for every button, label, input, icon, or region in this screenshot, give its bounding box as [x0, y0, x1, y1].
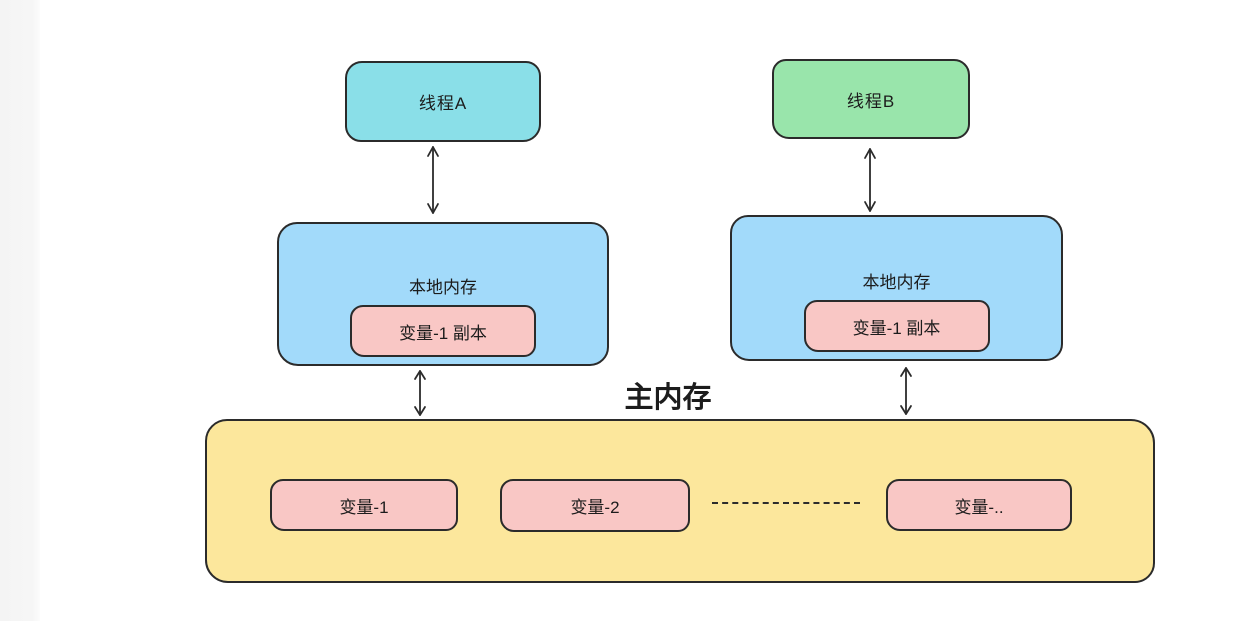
variable-1-box: 变量-1	[270, 479, 458, 531]
local-memory-a-box: 本地内存 变量-1 副本	[277, 222, 609, 366]
variable-copy-a-label: 变量-1 副本	[399, 323, 487, 343]
local-memory-b-title: 本地内存	[862, 273, 931, 292]
variable-2-label: 变量-2	[570, 498, 620, 517]
variable-2-box: 变量-2	[500, 479, 690, 532]
main-memory-box: 变量-1 变量-2 变量-..	[205, 419, 1155, 583]
thread-b-box: 线程B	[772, 59, 970, 139]
double-arrow-icon	[864, 148, 876, 212]
local-memory-a-title: 本地内存	[409, 278, 477, 297]
double-arrow-local-a-main	[411, 368, 429, 418]
double-arrow-local-b-main	[897, 365, 915, 417]
local-memory-b-box: 本地内存 变量-1 副本	[730, 215, 1063, 361]
variable-n-box: 变量-..	[886, 479, 1072, 531]
thread-a-box: 线程A	[345, 61, 541, 142]
variable-copy-b-box: 变量-1 副本	[803, 300, 990, 352]
double-arrow-thread-a-local-a	[424, 144, 442, 216]
double-arrow-icon	[900, 367, 912, 415]
variable-n-label: 变量-..	[954, 497, 1004, 517]
thread-a-label: 线程A	[418, 94, 468, 113]
double-arrow-thread-b-local-b	[861, 146, 879, 214]
main-memory-title: 主内存	[624, 382, 712, 414]
thread-b-label: 线程B	[846, 91, 896, 111]
variable-copy-b-label: 变量-1 副本	[852, 318, 941, 338]
ellipsis-dashed-line	[712, 502, 860, 504]
double-arrow-icon	[414, 370, 426, 416]
double-arrow-icon	[427, 146, 439, 214]
variable-1-label: 变量-1	[339, 497, 389, 517]
variable-copy-a-box: 变量-1 副本	[350, 305, 536, 357]
left-gray-strip	[0, 0, 40, 621]
